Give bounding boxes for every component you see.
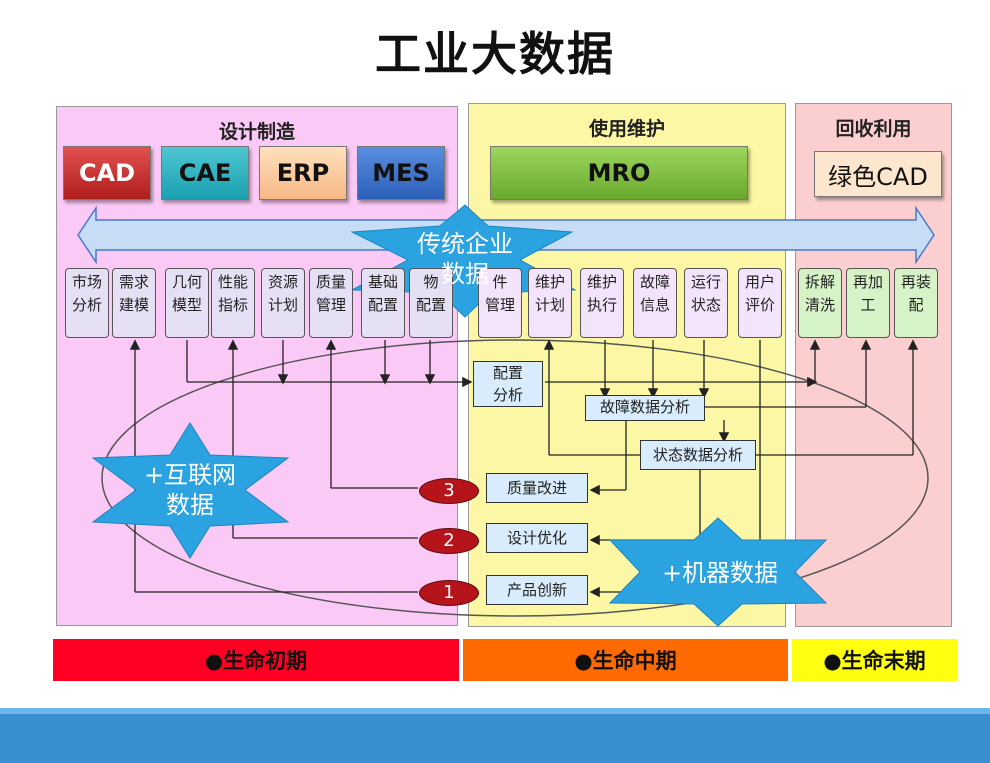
node-base-config: 基础配置: [361, 268, 405, 338]
node-line-2: 计划: [534, 296, 565, 314]
star-line-1: +互联网: [143, 461, 237, 489]
lifecycle-late-band: ●生命末期: [792, 639, 957, 681]
lifecycle-middle-band: ●生命中期: [463, 639, 788, 681]
node-reprocessing: 再加工: [846, 268, 890, 338]
node-line-2: 工: [860, 296, 876, 314]
node-line-1: 质量: [315, 273, 346, 291]
node-line-1: 物: [423, 273, 439, 291]
node-line-1: 性能: [217, 273, 248, 291]
node-requirement-modeling: 需求建模: [112, 268, 156, 338]
node-running-status: 运行状态: [684, 268, 728, 338]
node-line-2: 模型: [171, 296, 202, 314]
node-quality-management: 质量管理: [309, 268, 353, 338]
lifecycle-early-band: ●生命初期: [53, 639, 459, 681]
cad-system-box: CAD: [63, 146, 151, 200]
recycle-phase-heading: 回收利用: [835, 118, 912, 140]
internet-data-star: [91, 422, 290, 559]
node-reassembly: 再装配: [894, 268, 938, 338]
footer-bar: [0, 708, 990, 763]
node-line-1: 运行: [690, 273, 721, 291]
status-data-analysis-box: 状态数据分析: [640, 440, 756, 470]
node-line-1: 维护: [586, 273, 617, 291]
internet-data-label: +互联网数据: [115, 460, 265, 520]
node-line-2: 配置: [415, 296, 446, 314]
machine-data-star: [608, 517, 828, 627]
node-physical-config: 物配置: [409, 268, 453, 338]
node-line-1: 几何: [171, 273, 202, 291]
node-line-1: 再加: [852, 273, 883, 291]
step-3-oval: 3: [419, 478, 479, 504]
config-analysis-box: 配置分析: [473, 361, 543, 407]
node-line-2: 指标: [217, 296, 248, 314]
node-line-2: 分析: [71, 296, 102, 314]
node-line-2: 配: [908, 296, 924, 314]
node-market-analysis: 市场分析: [65, 268, 109, 338]
box-line-2: 分析: [492, 386, 523, 404]
analysis-ellipse: [101, 339, 929, 617]
node-line-2: 管理: [315, 296, 346, 314]
step-2-oval: 2: [419, 528, 479, 554]
star-line-1: 传统企业: [417, 230, 513, 258]
fault-data-analysis-box: 故障数据分析: [585, 395, 705, 421]
node-line-1: 资源: [267, 273, 298, 291]
node-disassembly-cleaning: 拆解清洗: [798, 268, 842, 338]
node-maintenance-plan: 维护计划: [528, 268, 572, 338]
node-line-1: 需求: [118, 273, 149, 291]
node-line-1: 市场: [71, 273, 102, 291]
node-parts-management: 件管理: [478, 268, 522, 338]
star-line-2: 数据: [441, 260, 489, 288]
node-performance-index: 性能指标: [211, 268, 255, 338]
erp-system-box: ERP: [259, 146, 347, 200]
node-line-1: 再装: [900, 273, 931, 291]
node-fault-info: 故障信息: [633, 268, 677, 338]
node-line-2: 执行: [586, 296, 617, 314]
node-line-2: 清洗: [804, 296, 835, 314]
node-line-1: 件: [492, 273, 508, 291]
node-line-2: 计划: [267, 296, 298, 314]
node-line-2: 配置: [367, 296, 398, 314]
green-cad-system-box: 绿色CAD: [814, 151, 942, 197]
node-geometry-model: 几何模型: [165, 268, 209, 338]
use-phase-heading: 使用维护: [588, 118, 665, 140]
node-line-1: 拆解: [804, 273, 835, 291]
page-title: 工业大数据: [375, 27, 615, 81]
star-line-2: 数据: [166, 491, 214, 519]
design-optimization-box: 设计优化: [486, 523, 588, 553]
design-phase-heading: 设计制造: [218, 121, 295, 143]
node-line-1: 故障: [639, 273, 670, 291]
step-1-oval: 1: [419, 580, 479, 606]
product-innovation-box: 产品创新: [486, 575, 588, 605]
box-line-1: 配置: [492, 364, 523, 382]
cae-system-box: CAE: [161, 146, 249, 200]
node-line-2: 建模: [118, 296, 149, 314]
node-line-2: 状态: [690, 296, 721, 314]
node-line-2: 评价: [744, 296, 775, 314]
node-resource-plan: 资源计划: [261, 268, 305, 338]
machine-data-label: +机器数据: [630, 558, 810, 588]
node-line-1: 基础: [367, 273, 398, 291]
node-line-1: 用户: [744, 273, 775, 291]
node-user-review: 用户评价: [738, 268, 782, 338]
node-maintenance-exec: 维护执行: [580, 268, 624, 338]
node-line-2: 信息: [639, 296, 670, 314]
node-line-1: 维护: [534, 273, 565, 291]
quality-improvement-box: 质量改进: [486, 473, 588, 503]
node-line-2: 管理: [484, 296, 515, 314]
mes-system-box: MES: [357, 146, 445, 200]
mro-system-box: MRO: [490, 146, 748, 200]
star-line-1: +机器数据: [661, 559, 779, 587]
enterprise-data-label: 传统企业数据: [385, 229, 545, 289]
